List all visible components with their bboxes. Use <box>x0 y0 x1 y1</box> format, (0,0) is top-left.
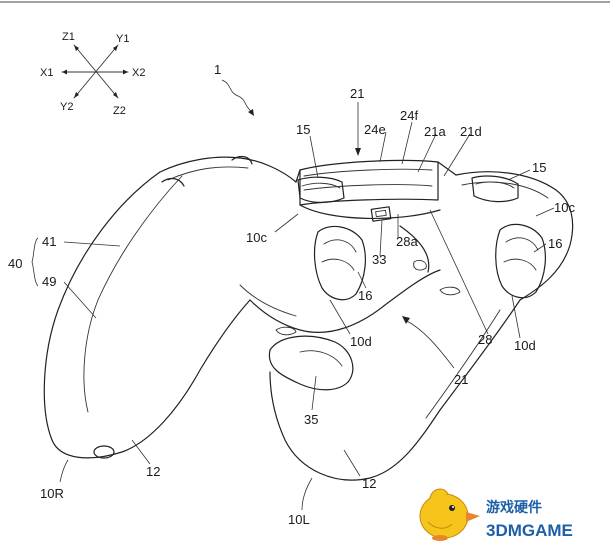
axis-z1-label: Z1 <box>62 31 75 43</box>
back-button-35 <box>268 335 354 391</box>
controller-body <box>43 155 574 481</box>
label-10d-center: 10d <box>350 334 372 349</box>
label-16-center: 16 <box>358 288 372 303</box>
label-21-top: 21 <box>350 86 364 101</box>
figure-number: 1 <box>214 62 221 77</box>
label-40: 40 <box>8 256 22 271</box>
axis-y1-label: Y1 <box>116 33 129 45</box>
label-21-bottom: 21 <box>454 372 468 387</box>
label-12-right: 12 <box>362 476 376 491</box>
label-16-right: 16 <box>548 236 562 251</box>
figure-reference: 1 <box>214 62 254 116</box>
label-41: 41 <box>42 234 56 249</box>
label-24f: 24f <box>400 108 418 123</box>
axis-cross: Z1 Y1 X1 X2 Y2 Z2 <box>40 31 145 117</box>
axis-z2-label: Z2 <box>113 105 126 117</box>
mascot-chick-icon <box>419 488 480 541</box>
axis-y2-label: Y2 <box>60 101 73 113</box>
label-21d: 21d <box>460 124 482 139</box>
label-10d-right: 10d <box>514 338 536 353</box>
grip-10R-outline <box>43 171 251 459</box>
label-15-left: 15 <box>296 122 310 137</box>
label-10L: 10L <box>288 512 310 527</box>
label-49: 49 <box>42 274 56 289</box>
audio-jack <box>93 445 115 459</box>
label-28a: 28a <box>396 234 418 249</box>
shoulder-button-left <box>297 176 345 204</box>
reference-numerals: 21 24e 24f 21a 21d 15 15 10c 10c 41 40 4… <box>8 86 575 527</box>
axis-x1-label: X1 <box>40 67 53 79</box>
label-24e: 24e <box>364 122 386 137</box>
label-10c-left: 10c <box>246 230 267 245</box>
label-10R: 10R <box>40 486 64 501</box>
label-12-left: 12 <box>146 464 160 479</box>
watermark: 游戏硬件 3DMGAME <box>419 488 573 541</box>
leader-lines <box>31 102 555 511</box>
label-15-right: 15 <box>532 160 546 175</box>
label-33: 33 <box>372 252 386 267</box>
label-35: 35 <box>304 412 318 427</box>
trigger-right <box>495 223 546 299</box>
label-21a: 21a <box>424 124 446 139</box>
touch-pad-outline <box>299 161 439 206</box>
axis-x2-label: X2 <box>132 67 145 79</box>
trigger-left <box>313 225 366 301</box>
shoulder-button-right <box>471 175 519 203</box>
label-10c-right: 10c <box>554 200 575 215</box>
watermark-cn: 游戏硬件 <box>486 499 542 516</box>
connector-33 <box>370 206 392 222</box>
grip-10L-outline <box>269 299 521 481</box>
label-28: 28 <box>478 332 492 347</box>
watermark-en: 3DMGAME <box>486 521 573 540</box>
